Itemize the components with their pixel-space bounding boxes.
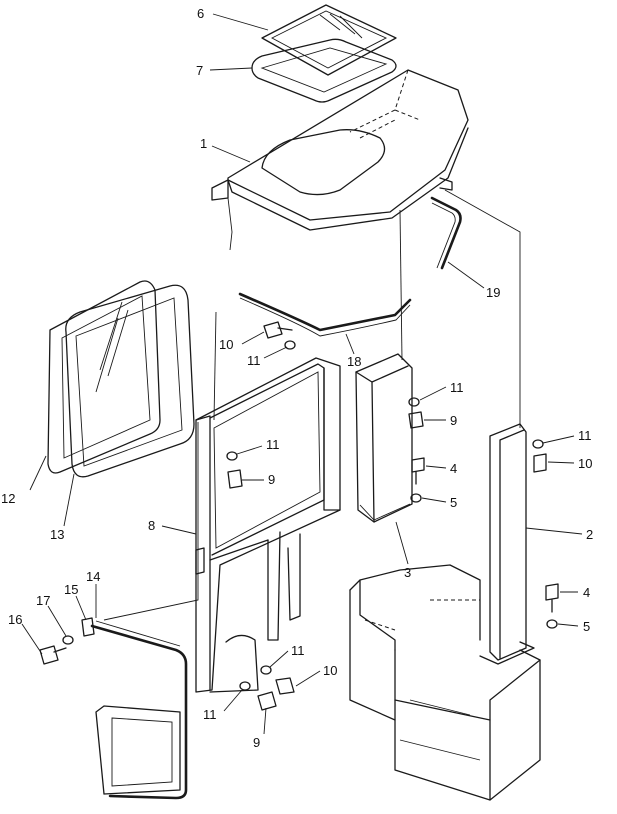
part-7-roof-seal <box>251 38 397 103</box>
part-11-washer-post <box>532 439 544 449</box>
part-16-bolt <box>39 645 67 665</box>
callout-13: 13 <box>50 527 64 542</box>
part-3-bracket <box>355 353 413 523</box>
callout-9: 9 <box>253 735 260 750</box>
assembly-lines <box>103 189 521 621</box>
part-8-door-frame <box>195 357 341 693</box>
callout-11: 11 <box>291 643 305 658</box>
callout-19: 19 <box>486 285 500 300</box>
callout-15: 15 <box>64 582 78 597</box>
part-9-bolt-frame <box>227 469 243 489</box>
part-9-bolt-bracket <box>408 411 424 429</box>
part-12-side-glass <box>47 280 161 474</box>
callout-10: 10 <box>323 663 337 678</box>
part-6-roof-glass <box>261 4 397 76</box>
callout-7: 7 <box>196 63 203 78</box>
callout-8: 8 <box>148 518 155 533</box>
callout-16: 16 <box>8 612 22 627</box>
part-10-bolt-post <box>533 453 547 473</box>
leader-lines <box>21 13 583 735</box>
part-14-handrail <box>90 620 188 800</box>
callout-11: 11 <box>247 353 261 368</box>
callout-2: 2 <box>586 527 593 542</box>
callout-11: 11 <box>578 428 592 443</box>
callout-4: 4 <box>450 461 457 476</box>
part-18-roof-strip <box>238 292 412 337</box>
part-11-washer-frame <box>226 451 238 461</box>
callout-10: 10 <box>219 337 233 352</box>
callout-12: 12 <box>1 491 15 506</box>
part-15-clip <box>81 617 95 637</box>
callout-1: 1 <box>200 136 207 151</box>
part-4-bolt-bracket <box>411 457 425 485</box>
callout-labels: 6 7 1 19 10 11 18 11 9 11 9 4 5 3 11 10 … <box>1 6 593 750</box>
part-11-washer-lower-a <box>260 665 272 675</box>
callout-14: 14 <box>86 569 100 584</box>
callout-10: 10 <box>578 456 592 471</box>
callout-4: 4 <box>583 585 590 600</box>
part-5-washer-bracket <box>410 493 422 503</box>
part-1-roof <box>211 69 469 231</box>
part-13-side-seal <box>65 284 195 478</box>
hardware <box>39 321 559 711</box>
part-11-washer-bracket <box>408 397 420 407</box>
callout-3: 3 <box>404 565 411 580</box>
callout-6: 6 <box>197 6 204 21</box>
part-19-side-rod <box>430 196 462 270</box>
callout-5: 5 <box>450 495 457 510</box>
callout-9: 9 <box>450 413 457 428</box>
part-17-washer <box>62 635 74 645</box>
part-10-bolt-upper <box>263 321 293 339</box>
part-4-bolt-post <box>545 583 559 613</box>
part-10-bolt-lower <box>275 677 295 695</box>
part-11-washer-upper <box>284 340 296 350</box>
part-9-bolt-lower <box>257 691 277 711</box>
callout-17: 17 <box>36 593 50 608</box>
base-body <box>349 564 541 801</box>
callout-9: 9 <box>268 472 275 487</box>
part-2-post <box>479 423 535 665</box>
callout-11: 11 <box>450 380 464 395</box>
part-5-washer-post <box>546 619 558 629</box>
callout-11: 11 <box>203 707 217 722</box>
callout-5: 5 <box>583 619 590 634</box>
part-11-washer-lower-b <box>239 681 251 691</box>
callout-11: 11 <box>266 437 280 452</box>
callout-18: 18 <box>347 354 361 369</box>
